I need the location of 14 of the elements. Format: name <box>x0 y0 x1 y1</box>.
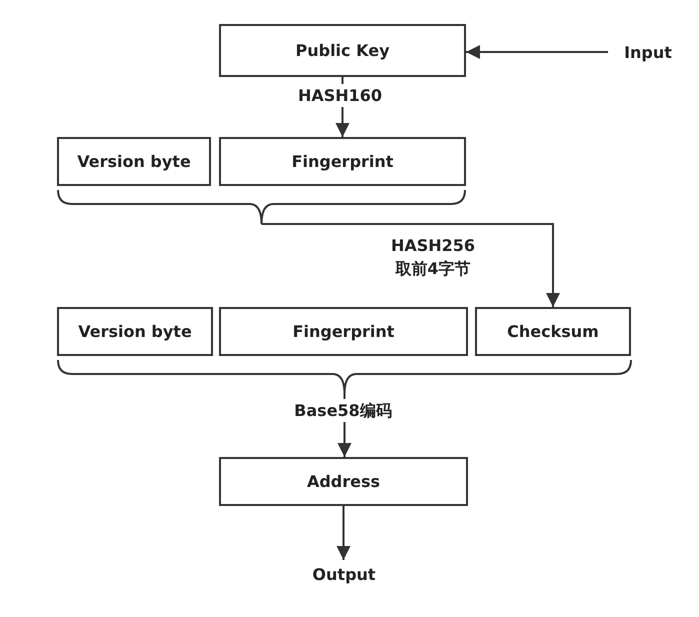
arrow <box>466 45 608 59</box>
process-box: Checksum <box>475 307 631 356</box>
arrow <box>336 506 350 560</box>
curly-brace <box>57 360 632 394</box>
process-box: Version byte <box>57 307 213 356</box>
terminal-text: Output <box>300 560 388 588</box>
process-box: Public Key <box>219 24 466 77</box>
process-box: Address <box>219 457 468 506</box>
process-box: Fingerprint <box>219 137 466 186</box>
arrow <box>262 223 560 307</box>
curly-brace <box>57 190 466 224</box>
process-box: Version byte <box>57 137 211 186</box>
process-box: Fingerprint <box>219 307 468 356</box>
terminal-text: Input <box>608 38 688 66</box>
